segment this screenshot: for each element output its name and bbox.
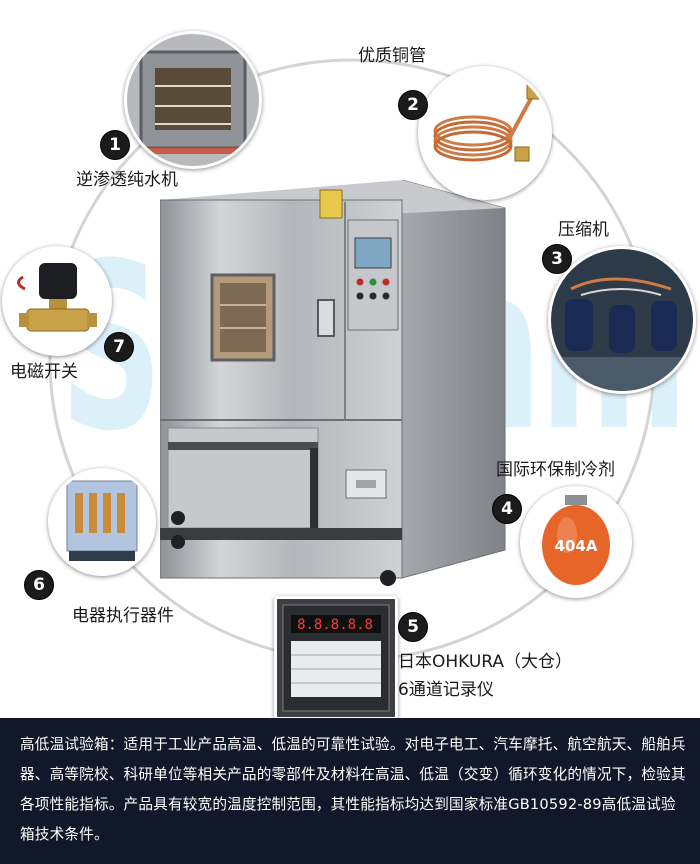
feature-4-label: 国际环保制冷剂 [496, 460, 615, 480]
feature-6-image [48, 468, 156, 576]
refrigerant-tank-icon: 404A [523, 489, 629, 595]
description-panel: 高低温试验箱：适用于工业产品高温、低温的可靠性试验。对电子电工、汽车摩托、航空航… [0, 718, 700, 864]
description-text: 高低温试验箱：适用于工业产品高温、低温的可靠性试验。对电子电工、汽车摩托、航空航… [20, 736, 686, 843]
feature-1-badge: 1 [100, 130, 130, 160]
feature-3-label: 压缩机 [558, 220, 609, 240]
recorder-icon: 8.8.8.8.8 [277, 599, 395, 717]
feature-1-label: 逆渗透纯水机 [76, 170, 178, 190]
feature-2-label: 优质铜管 [358, 46, 426, 66]
feature-7-badge: 7 [104, 332, 134, 362]
ro-water-machine-icon [127, 34, 259, 166]
feature-4-badge: 4 [492, 494, 522, 524]
feature-5-image: 8.8.8.8.8 [274, 596, 398, 718]
feature-5-badge: 5 [398, 612, 428, 642]
feature-7-image [2, 246, 112, 356]
compressor-icon [551, 249, 693, 391]
relay-icon [51, 471, 153, 573]
feature-5-label-line1: 日本OHKURA（大仓） [398, 652, 573, 672]
feature-6-label: 电器执行器件 [72, 606, 174, 626]
feature-1-image [124, 31, 262, 169]
recorder-display: 8.8.8.8.8 [297, 617, 373, 633]
feature-7-label: 电磁开关 [10, 362, 78, 382]
product-illustration: Sailham [2, 31, 696, 718]
feature-2-image [418, 66, 552, 200]
feature-3-badge: 3 [542, 244, 572, 274]
feature-6-badge: 6 [24, 570, 54, 600]
copper-tube-icon [421, 69, 549, 197]
tank-label: 404A [555, 537, 598, 555]
feature-2-badge: 2 [398, 90, 428, 120]
test-chamber-image [160, 180, 506, 586]
feature-3-image [548, 246, 696, 394]
solenoid-valve-icon [5, 249, 109, 353]
feature-5-label-line2: 6通道记录仪 [398, 680, 494, 700]
feature-4-image: 404A [520, 486, 632, 598]
